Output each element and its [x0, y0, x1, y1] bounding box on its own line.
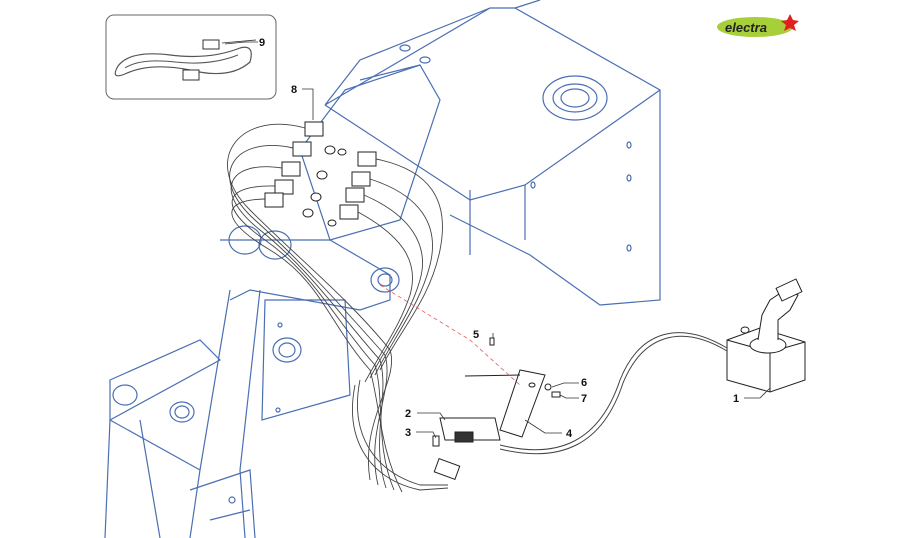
machine-chassis-drawing	[104, 0, 661, 538]
callout-7: 7	[581, 393, 587, 405]
wire-harness	[227, 123, 449, 493]
logo-oval	[717, 17, 793, 37]
logo-star-icon	[781, 14, 799, 31]
solenoid-valve-block	[264, 121, 377, 227]
callout-2: 2	[405, 408, 411, 420]
callout-4: 4	[566, 428, 573, 440]
callout-1: 1	[733, 393, 739, 405]
joystick-cable	[499, 332, 728, 451]
callout-labels: 1 2 3 4 5 6 7 8 9	[259, 37, 739, 440]
callout-leaders	[224, 41, 771, 439]
control-module-item-2	[439, 417, 501, 443]
alignment-dashed-line	[379, 284, 521, 386]
logo-text: electra	[725, 20, 767, 35]
inset-box-item-9	[105, 14, 277, 100]
washer-items-6-7	[544, 383, 561, 398]
joystick-controller-item-1	[726, 278, 806, 393]
electra-logo: electra	[717, 14, 799, 37]
mounting-bracket-item-4	[464, 369, 546, 438]
callout-5: 5	[473, 329, 479, 341]
screw-item-3	[432, 435, 440, 447]
harness-connector	[433, 458, 461, 480]
callout-3: 3	[405, 427, 411, 439]
joystick-cable-inner	[499, 335, 728, 455]
callout-9: 9	[259, 37, 265, 49]
callout-8: 8	[291, 84, 297, 96]
screw-item-5	[489, 337, 495, 346]
callout-6: 6	[581, 377, 587, 389]
